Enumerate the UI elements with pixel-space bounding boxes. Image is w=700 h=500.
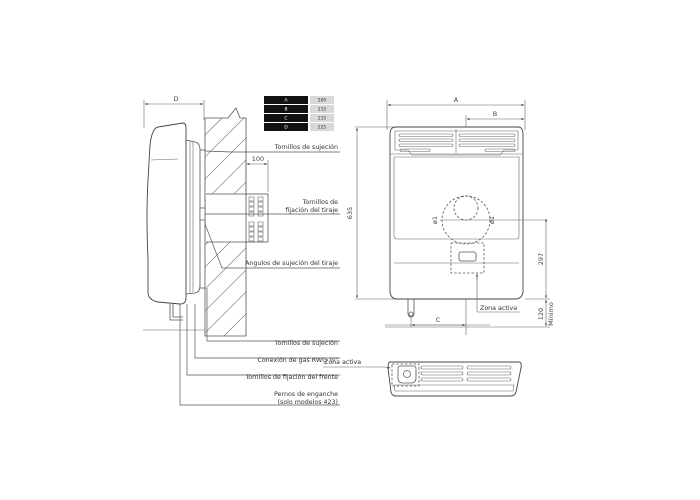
table-key: D — [284, 125, 288, 131]
table-value: 215 — [318, 116, 327, 122]
callout-pernos-enganche-2: (solo modelos 423) — [278, 399, 338, 406]
table-row-b: B 215 — [264, 105, 334, 113]
front-view: A B 635 — [346, 96, 555, 335]
callout-tornillos-fijacion-tiraje-1: Tornillos de — [302, 199, 338, 206]
dim-minimo-label: Mínimo — [547, 302, 555, 326]
dim-635-label: 635 — [346, 207, 354, 219]
callout-tornillos-sujecion-bottom: Tornillos de sujeción — [274, 339, 338, 347]
top-zona-activa-label: Zona activa — [324, 359, 361, 366]
heater-side — [146, 122, 206, 321]
hole-right-mark: ø1 — [488, 216, 496, 224]
table-value: 215 — [318, 107, 327, 113]
flue-hole: ø1 ø1 — [431, 195, 547, 245]
callout-lines — [179, 150, 340, 406]
zona-activa-box: Zona activa — [450, 242, 520, 313]
callout-tornillos-fijacion-frente: Tornillos de fijación del frente — [245, 373, 339, 381]
dim-a-label: A — [454, 96, 459, 104]
table-key: A — [284, 98, 288, 104]
dim-100-label: 100 — [252, 155, 264, 163]
top-view: Zona activa — [323, 359, 522, 397]
dim-120-label: 120 — [537, 308, 545, 320]
dim-d-label: D — [173, 95, 178, 103]
heater-front — [389, 126, 524, 318]
table-key: C — [284, 116, 287, 122]
table-row-d: D 225 — [264, 123, 334, 131]
dim-c-label: C — [436, 316, 441, 324]
table-row-c: C 215 — [264, 114, 334, 122]
zona-activa-label: Zona activa — [480, 305, 517, 312]
wall — [204, 107, 247, 337]
dimension-table: A 500 B 215 C 215 D 225 — [264, 96, 334, 131]
dim-b-label: B — [493, 110, 497, 118]
dim-297-label: 297 — [537, 253, 545, 265]
callout-conexion-gas: Conexión de gas RWG ½" — [257, 356, 338, 364]
callout-angulos-sujecion: Angulos de sujeción del tiraje — [245, 259, 338, 267]
hole-left-mark: ø1 — [431, 216, 439, 224]
table-value: 500 — [318, 98, 327, 104]
callout-tornillos-sujecion-top: Tornillos de sujeción — [274, 143, 338, 151]
side-view: D — [143, 95, 340, 406]
table-value: 225 — [318, 125, 327, 131]
callout-pernos-enganche-1: Pernos de enganche — [274, 391, 338, 398]
flue-pipe — [245, 193, 269, 243]
table-key: B — [284, 107, 287, 113]
table-row-a: A 500 — [264, 96, 334, 104]
callout-tornillos-fijacion-tiraje-2: fijación del tiraje — [285, 206, 338, 214]
